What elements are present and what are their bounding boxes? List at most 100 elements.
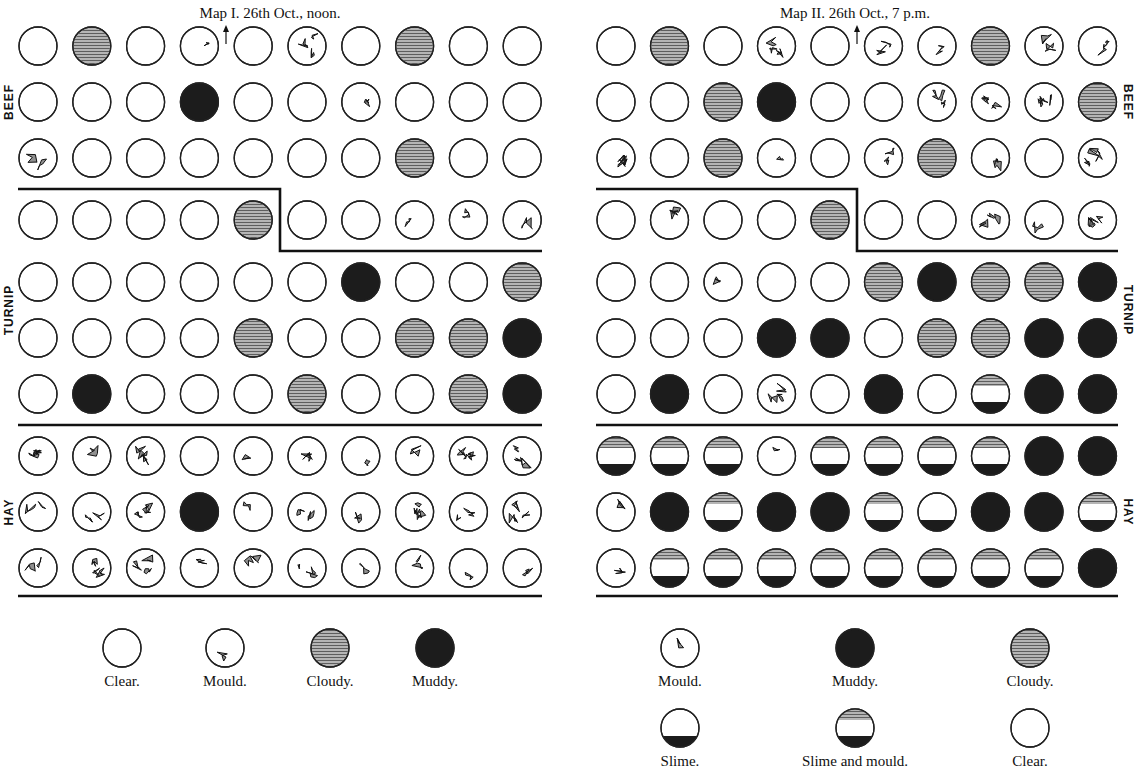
mould-growth	[984, 96, 989, 104]
flask-outline	[1025, 263, 1063, 301]
flask-outline	[704, 263, 742, 301]
flask-circle	[449, 263, 487, 301]
pointer-arrow	[225, 30, 226, 44]
mould-hatch	[813, 549, 847, 560]
flask-rim	[396, 201, 434, 239]
flask-outline	[288, 83, 326, 121]
flask-outline	[396, 139, 434, 177]
flask-rim	[1025, 375, 1063, 413]
flask-outline	[1079, 375, 1117, 413]
flask-rim	[1025, 263, 1063, 301]
flask-rim	[1025, 201, 1063, 239]
flask-rim	[758, 83, 796, 121]
mould-growth	[995, 214, 1001, 224]
flask-circle	[704, 201, 742, 239]
flask-rim	[342, 437, 380, 475]
flask-rim	[811, 319, 849, 357]
flask-outline	[449, 375, 487, 413]
flask-circle	[1011, 629, 1049, 667]
flask-circle	[597, 375, 635, 413]
flask-rim	[288, 549, 326, 587]
flask-outline	[918, 549, 956, 587]
slime-layer	[838, 736, 872, 747]
mould-layer	[813, 437, 847, 448]
flask-outline	[918, 375, 956, 413]
flask-rim	[234, 83, 272, 121]
flask-circle	[342, 493, 380, 531]
legend-label: Clear.	[1012, 752, 1047, 770]
flask-circle	[342, 263, 380, 301]
mould-growth	[364, 99, 369, 106]
flask-outline	[127, 549, 165, 587]
flask-outline	[758, 375, 796, 413]
flask-outline	[234, 263, 272, 301]
flask-rim	[73, 549, 111, 587]
flask-outline	[127, 493, 165, 531]
flask-outline	[1079, 549, 1117, 587]
flask-outline	[180, 375, 218, 413]
flask-circle	[342, 319, 380, 357]
flask-rim	[449, 549, 487, 587]
flask-rim	[127, 263, 165, 301]
flask-rim	[758, 549, 796, 587]
flask-circle	[1025, 437, 1063, 475]
flask-circle	[1079, 83, 1117, 121]
cloudy-hatch	[1012, 630, 1048, 666]
flask-circle	[19, 201, 57, 239]
flask-rim	[811, 27, 849, 65]
slime-layer	[973, 576, 1007, 587]
flask-rim	[758, 201, 796, 239]
flask-circle	[73, 83, 111, 121]
mould-growth	[355, 512, 362, 523]
flask-rim	[918, 437, 956, 475]
flask-outline	[180, 437, 218, 475]
flask-rim	[758, 139, 796, 177]
cloudy-hatch	[972, 264, 1008, 300]
flask-rim	[651, 263, 689, 301]
flask-circle	[288, 201, 326, 239]
cloudy-hatch	[235, 202, 271, 238]
flask-rim	[503, 375, 541, 413]
flask-outline	[503, 201, 541, 239]
mould-growth	[142, 555, 153, 562]
flask-rim	[127, 319, 165, 357]
flask-outline	[234, 27, 272, 65]
flask-outline	[758, 437, 796, 475]
flask-circle	[1079, 201, 1117, 239]
flask-circle	[704, 263, 742, 301]
flask-outline	[288, 319, 326, 357]
flask-rim	[811, 437, 849, 475]
mould-growth	[311, 34, 318, 39]
flask-circle	[234, 83, 272, 121]
mould-hatch	[973, 375, 1007, 386]
flask-rim	[811, 139, 849, 177]
cloudy-hatch	[289, 376, 325, 412]
flask-circle	[661, 629, 699, 667]
mould-growth	[1040, 96, 1048, 107]
flask-rim	[127, 201, 165, 239]
flask-outline	[972, 27, 1010, 65]
flask-circle	[342, 375, 380, 413]
flask-outline	[288, 549, 326, 587]
mould-growth	[92, 558, 97, 566]
flask-circle	[234, 437, 272, 475]
flask-rim	[1079, 493, 1117, 531]
flask-rim	[758, 493, 796, 531]
flask-circle	[73, 549, 111, 587]
mould-layer	[706, 549, 740, 560]
flask-rim	[704, 549, 742, 587]
flask-outline	[396, 319, 434, 357]
mould-growth	[468, 452, 475, 457]
mould-growth	[135, 512, 143, 518]
flask-outline	[396, 437, 434, 475]
flask-outline	[449, 27, 487, 65]
flask-rim	[597, 493, 635, 531]
mould-layer	[759, 549, 793, 560]
mould-growth	[360, 563, 370, 574]
flask-circle	[342, 437, 380, 475]
flask-circle	[19, 139, 57, 177]
flask-rim	[180, 493, 218, 531]
flask-outline	[865, 493, 903, 531]
mould-growth	[776, 49, 783, 58]
